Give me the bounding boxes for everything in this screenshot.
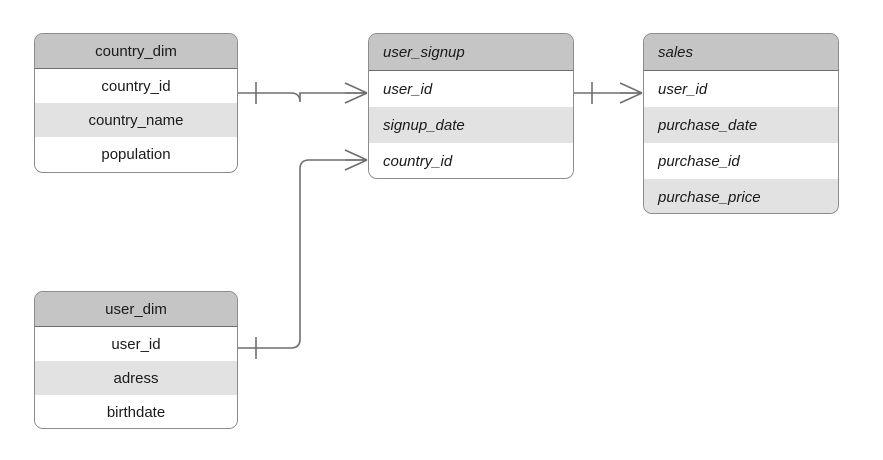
field-row: user_id — [35, 327, 237, 361]
entity-country_dim[interactable]: country_dim country_id country_name popu… — [34, 33, 238, 173]
field-row: signup_date — [369, 107, 573, 143]
field-row: purchase_date — [644, 107, 838, 143]
connector-country_dim-user_signup — [238, 82, 368, 104]
crowsfoot-many — [344, 149, 368, 171]
field-row: population — [35, 137, 237, 171]
entity-title-country_dim: country_dim — [35, 34, 237, 69]
entity-title-user_signup: user_signup — [369, 34, 573, 71]
field-row: country_id — [35, 69, 237, 103]
field-row: country_id — [369, 143, 573, 178]
field-row: adress — [35, 361, 237, 395]
entity-user_signup[interactable]: user_signup user_id signup_date country_… — [368, 33, 574, 179]
field-row: user_id — [644, 71, 838, 107]
crowsfoot-many — [344, 82, 368, 104]
crowsfoot-many — [619, 82, 643, 104]
field-row: birthdate — [35, 395, 237, 428]
field-row: purchase_price — [644, 179, 838, 213]
entity-sales[interactable]: sales user_id purchase_date purchase_id … — [643, 33, 839, 214]
field-row: country_name — [35, 103, 237, 137]
entity-title-user_dim: user_dim — [35, 292, 237, 327]
field-row: user_id — [369, 71, 573, 107]
entity-user_dim[interactable]: user_dim user_id adress birthdate — [34, 291, 238, 429]
connector-user_dim-user_signup — [238, 149, 368, 359]
entity-title-sales: sales — [644, 34, 838, 71]
field-row: purchase_id — [644, 143, 838, 179]
connector-user_signup-sales — [574, 82, 643, 104]
